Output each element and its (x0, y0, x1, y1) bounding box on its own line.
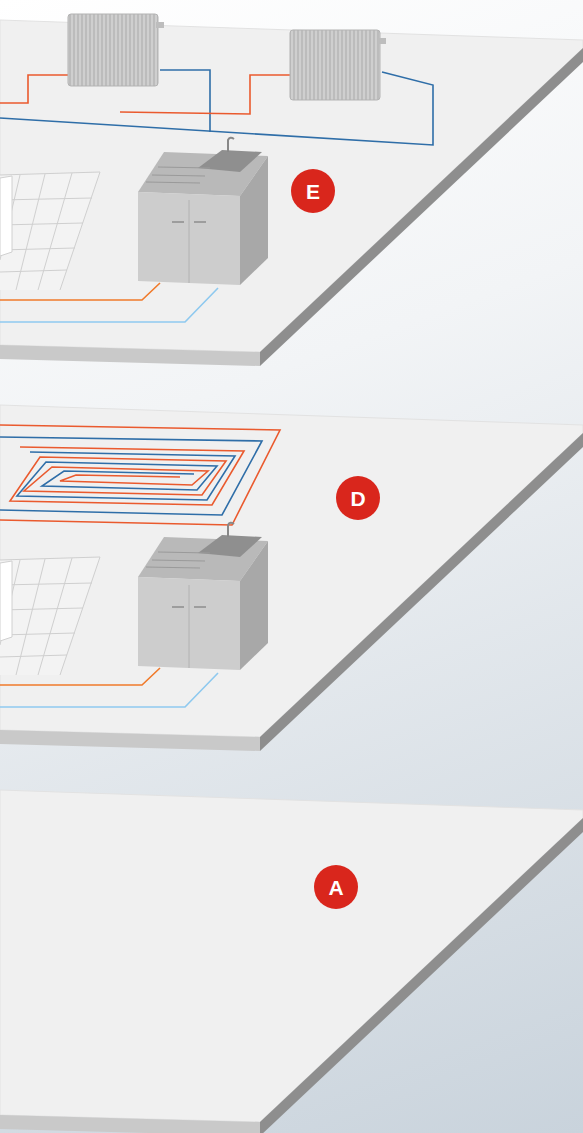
kitchen-unit (0, 138, 268, 322)
radiator (68, 14, 164, 86)
callout-letter: A (328, 877, 343, 898)
callout-letter: D (350, 488, 365, 509)
floor-tiles (0, 557, 100, 675)
callout-circle: D (336, 476, 380, 520)
floor-tiles (0, 172, 100, 290)
floor-slab (0, 790, 583, 1133)
callout-circle: E (291, 169, 335, 213)
floor-slab (0, 405, 583, 751)
radiator (290, 30, 386, 100)
underfloor-heating (0, 425, 280, 525)
callout-letter: E (306, 181, 320, 202)
kitchen-unit (0, 523, 268, 707)
callout-circle: A (314, 865, 358, 909)
